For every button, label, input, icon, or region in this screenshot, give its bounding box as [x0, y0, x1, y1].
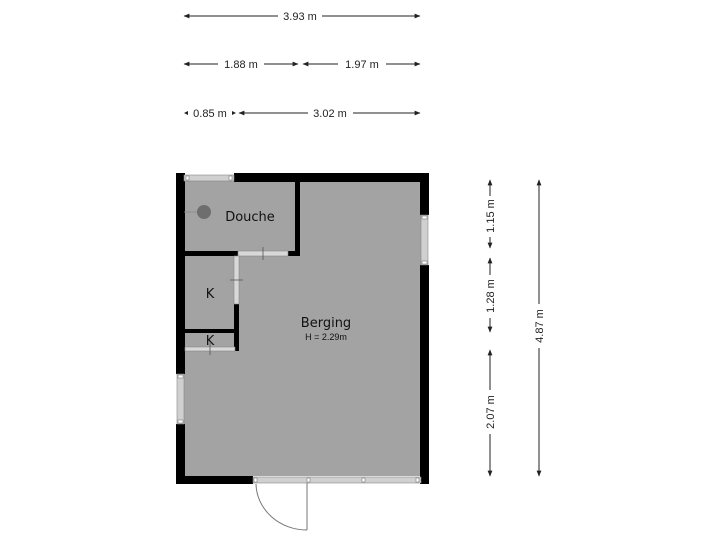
interior-walls	[184, 181, 300, 351]
dim-label-4-87: 4.87 m	[534, 309, 546, 343]
room-height-berging: H = 2.29m	[305, 332, 347, 342]
room-label-berging: Berging	[301, 316, 351, 331]
dimension-top-total: 3.93 m	[183, 11, 421, 23]
sliding-door-closet-2	[184, 343, 236, 355]
sliding-door-douche	[237, 247, 289, 260]
dim-label-3-93: 3.93 m	[283, 11, 317, 23]
floor-area	[184, 181, 421, 476]
room-label-douche: Douche	[225, 210, 275, 225]
window-bottom	[252, 476, 422, 484]
window-right	[420, 214, 429, 266]
dim-label-0-85: 0.85 m	[193, 108, 227, 120]
dimension-top-split-2: 0.85 m 3.02 m	[184, 108, 421, 120]
dim-label-2-07: 2.07 m	[485, 395, 497, 429]
outer-walls	[176, 173, 429, 484]
entrance-door	[255, 483, 308, 531]
room-label-closet-2: K	[206, 334, 215, 349]
window-left	[176, 373, 185, 425]
dim-label-1-97: 1.97 m	[345, 59, 379, 71]
dim-label-1-15: 1.15 m	[485, 199, 497, 233]
room-label-closet-1: K	[206, 287, 215, 302]
dim-label-1-28: 1.28 m	[485, 279, 497, 313]
dim-label-3-02: 3.02 m	[313, 108, 347, 120]
window-top-douche	[183, 174, 235, 182]
sliding-door-closet-1	[230, 255, 243, 305]
dim-label-1-88: 1.88 m	[224, 59, 258, 71]
dimension-top-split-1: 1.88 m 1.97 m	[183, 59, 421, 71]
dimension-right-segments: 1.15 m 1.28 m 2.07 m	[485, 179, 497, 477]
dimension-right-total: 4.87 m	[534, 179, 546, 477]
shower-drain-icon	[184, 205, 211, 219]
